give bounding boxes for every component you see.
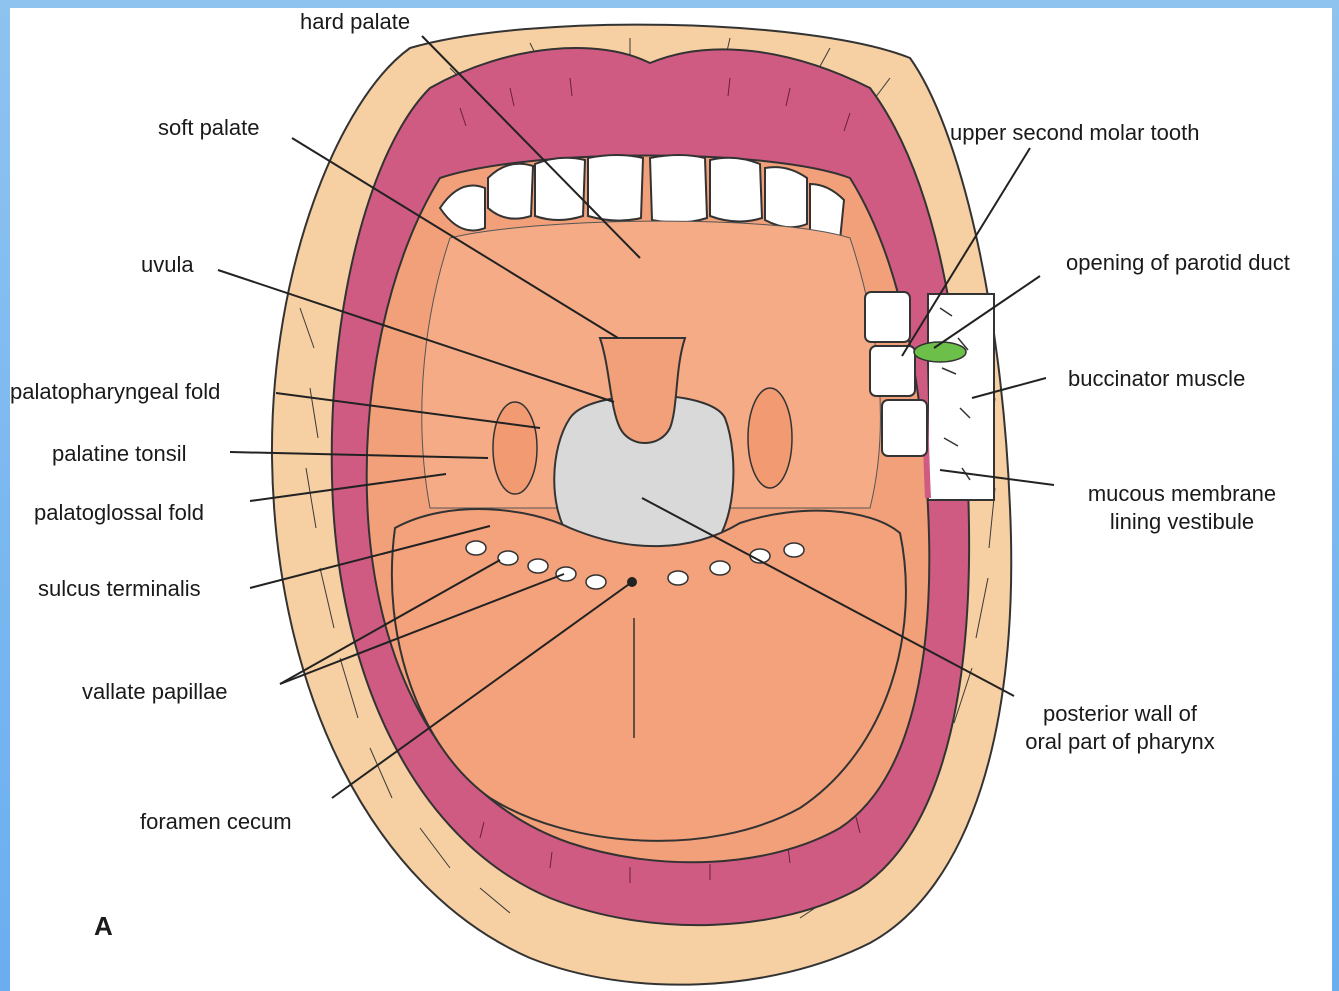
label-hard-palate: hard palate <box>300 8 410 36</box>
label-palatine-tonsil: palatine tonsil <box>52 440 187 468</box>
label-vallate-papillae: vallate papillae <box>82 678 228 706</box>
label-mucous-membrane: mucous membrane lining vestibule <box>1064 480 1300 535</box>
label-foramen-cecum: foramen cecum <box>140 808 292 836</box>
label-sulcus-terminalis: sulcus terminalis <box>38 575 201 603</box>
label-posterior-wall-line2: oral part of pharynx <box>1000 728 1240 756</box>
label-mucous-membrane-line2: lining vestibule <box>1064 508 1300 536</box>
label-palatoglossal-fold: palatoglossal fold <box>34 499 204 527</box>
label-upper-second-molar-tooth: upper second molar tooth <box>950 119 1200 147</box>
label-opening-of-parotid-duct: opening of parotid duct <box>1066 249 1290 277</box>
label-posterior-wall: posterior wall of oral part of pharynx <box>1000 700 1240 755</box>
label-buccinator-muscle: buccinator muscle <box>1068 365 1245 393</box>
label-palatopharyngeal-fold: palatopharyngeal fold <box>10 378 220 406</box>
left-tonsil <box>493 402 537 494</box>
cheek-section <box>928 294 994 500</box>
label-uvula: uvula <box>141 251 194 279</box>
label-posterior-wall-line1: posterior wall of <box>1000 700 1240 728</box>
diagram-canvas: hard palate soft palate uvula palatophar… <box>10 8 1332 991</box>
label-mucous-membrane-line1: mucous membrane <box>1064 480 1300 508</box>
label-soft-palate: soft palate <box>158 114 260 142</box>
right-tonsil <box>748 388 792 488</box>
figure-letter: A <box>94 910 113 943</box>
